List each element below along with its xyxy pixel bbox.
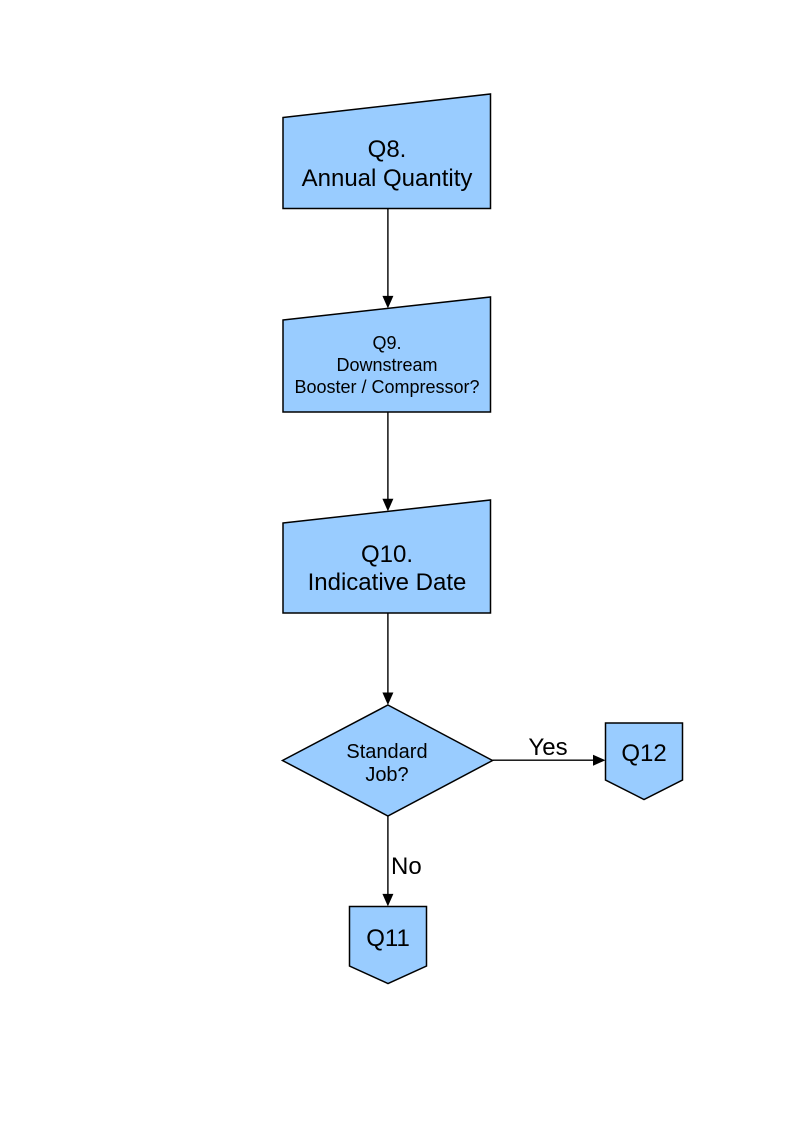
q8-label-line1: Q8. xyxy=(368,136,407,163)
node-q9: Q9. Downstream Booster / Compressor? xyxy=(282,296,492,413)
q10-label-line1: Q10. xyxy=(361,541,413,568)
no-branch-label: No xyxy=(391,853,422,880)
connector-decision-q12: Yes xyxy=(492,734,606,766)
connector-q9-q10-arrowhead xyxy=(382,498,394,512)
node-q12: Q12 xyxy=(604,722,684,801)
q9-shape xyxy=(282,296,492,413)
connector-decision-q11-arrowhead xyxy=(382,893,394,907)
q12-label: Q12 xyxy=(621,740,666,767)
q11-shape xyxy=(348,905,428,985)
q9-label-line1: Q9. xyxy=(372,333,401,353)
q8-label-line2: Annual Quantity xyxy=(302,165,473,192)
node-q11: Q11 xyxy=(348,905,428,985)
q8-shape xyxy=(282,93,492,210)
standard-job-label-line2: Job? xyxy=(365,764,408,786)
connector-decision-q12-arrowhead xyxy=(593,754,606,766)
connector-q9-q10 xyxy=(382,412,394,512)
connector-decision-q11: No xyxy=(382,816,422,907)
connector-q10-decision xyxy=(382,613,394,705)
q12-shape xyxy=(604,722,684,801)
node-q10: Q10. Indicative Date xyxy=(282,499,492,614)
connector-q10-decision-arrowhead xyxy=(382,692,394,705)
standard-job-label-line1: Standard xyxy=(346,741,427,763)
q10-shape xyxy=(282,499,492,614)
q10-label-line2: Indicative Date xyxy=(308,569,467,596)
yes-branch-label: Yes xyxy=(528,734,567,761)
q9-label-line2: Downstream xyxy=(336,355,437,375)
node-q8: Q8. Annual Quantity xyxy=(282,93,492,210)
connector-q8-q9 xyxy=(382,208,394,309)
node-standard-job-decision: Standard Job? xyxy=(280,704,495,817)
connector-q8-q9-arrowhead xyxy=(382,295,394,309)
q9-label-line3: Booster / Compressor? xyxy=(294,377,479,397)
q11-label: Q11 xyxy=(366,925,410,952)
